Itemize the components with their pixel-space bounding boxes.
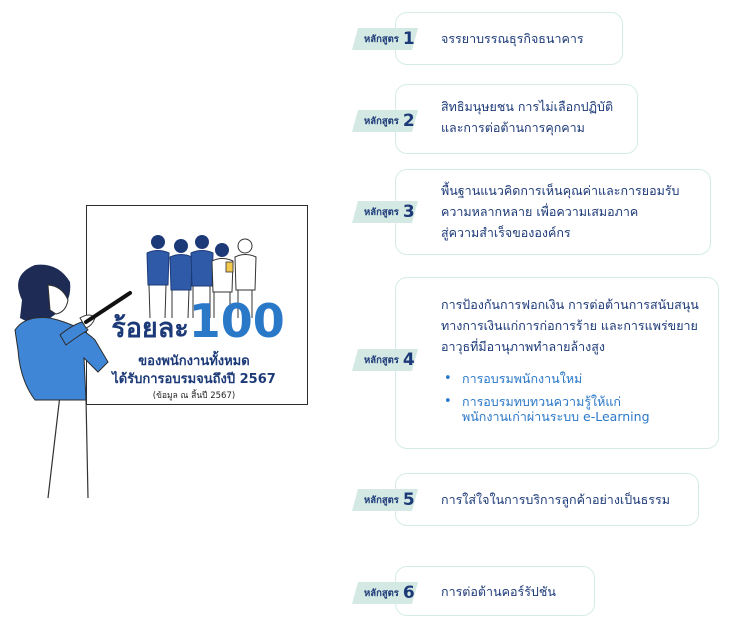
course-line: อาวุธที่มีอานุภาพทำลายล้างสูง xyxy=(441,339,606,354)
course-number: 4 xyxy=(402,350,415,370)
bullet-refresher: การอบรมทบทวนความรู้ให้แก่ พนักงานเก่าผ่า… xyxy=(444,394,650,424)
bullet-new-staff: การอบรมพนักงานใหม่ xyxy=(444,371,650,386)
course-number: 5 xyxy=(402,490,415,510)
course-title-2: สิทธิมนุษยชน การไม่เลือกปฏิบัติ และการต่… xyxy=(441,96,613,138)
course-tag-label: หลักสูตร xyxy=(364,494,399,506)
course-line: พื้นฐานแนวคิดการเห็นคุณค่าและการยอมรับ xyxy=(441,183,680,198)
course-number: 3 xyxy=(402,202,415,222)
course-line: การป้องกันการฟอกเงิน การต่อต้านการสนับสน… xyxy=(441,297,699,312)
poster-line-1: ของพนักงานทั้งหมด xyxy=(138,354,250,369)
course-number: 2 xyxy=(402,111,415,131)
course-line: การต่อต้านคอร์รัปชัน xyxy=(441,584,556,599)
course-card-2 xyxy=(395,84,638,154)
course-card-6 xyxy=(395,566,595,616)
course-tag-label: หลักสูตร xyxy=(364,115,399,127)
course-tag-label: หลักสูตร xyxy=(364,33,399,45)
course-tag-label: หลักสูตร xyxy=(364,354,399,366)
course-title-4: การป้องกันการฟอกเงิน การต่อต้านการสนับสน… xyxy=(441,294,699,357)
poster-line-2: ได้รับการอบรมจนถึงปี 2567 xyxy=(112,372,276,387)
course-line: ความหลากหลาย เพื่อความเสมอภาค xyxy=(441,204,639,219)
course-title-6: การต่อต้านคอร์รัปชัน xyxy=(441,581,556,602)
course-card-3 xyxy=(395,169,711,255)
percent-value: 100 xyxy=(188,294,285,348)
team-illustration xyxy=(146,235,257,319)
course-tag-label: หลักสูตร xyxy=(364,587,399,599)
course-4-bullets: การอบรมพนักงานใหม่ การอบรมทบทวนความรู้ให… xyxy=(444,371,650,424)
poster-headline: ร้อยละ100 xyxy=(108,298,288,349)
presenter-woman xyxy=(14,264,132,499)
course-card-1 xyxy=(395,12,623,65)
course-tag-label: หลักสูตร xyxy=(364,206,399,218)
poster-note: (ข้อมูล ณ สิ้นปี 2567) xyxy=(152,391,236,401)
course-line: จรรยาบรรณธุรกิจธนาคาร xyxy=(441,31,584,46)
bullet-refresher-line2: พนักงานเก่าผ่านระบบ e-Learning xyxy=(462,409,650,424)
course-number: 1 xyxy=(402,29,415,49)
course-title-3: พื้นฐานแนวคิดการเห็นคุณค่าและการยอมรับ ค… xyxy=(441,180,680,243)
bullet-refresher-line1: การอบรมทบทวนความรู้ให้แก่ xyxy=(462,394,621,409)
course-line: ทางการเงินแก่การก่อการร้าย และการแพร่ขยา… xyxy=(441,318,698,333)
percent-prefix: ร้อยละ xyxy=(111,313,189,344)
course-line: การใส่ใจในการบริการลูกค้าอย่างเป็นธรรม xyxy=(441,492,670,507)
course-number: 6 xyxy=(402,583,415,603)
course-line: สิทธิมนุษยชน การไม่เลือกปฏิบัติ xyxy=(441,99,614,114)
course-line: และการต่อต้านการคุกคาม xyxy=(441,120,585,135)
course-line: สู่ความสำเร็จขององค์กร xyxy=(441,225,571,240)
course-title-5: การใส่ใจในการบริการลูกค้าอย่างเป็นธรรม xyxy=(441,489,670,510)
course-title-1: จรรยาบรรณธุรกิจธนาคาร xyxy=(441,28,584,49)
